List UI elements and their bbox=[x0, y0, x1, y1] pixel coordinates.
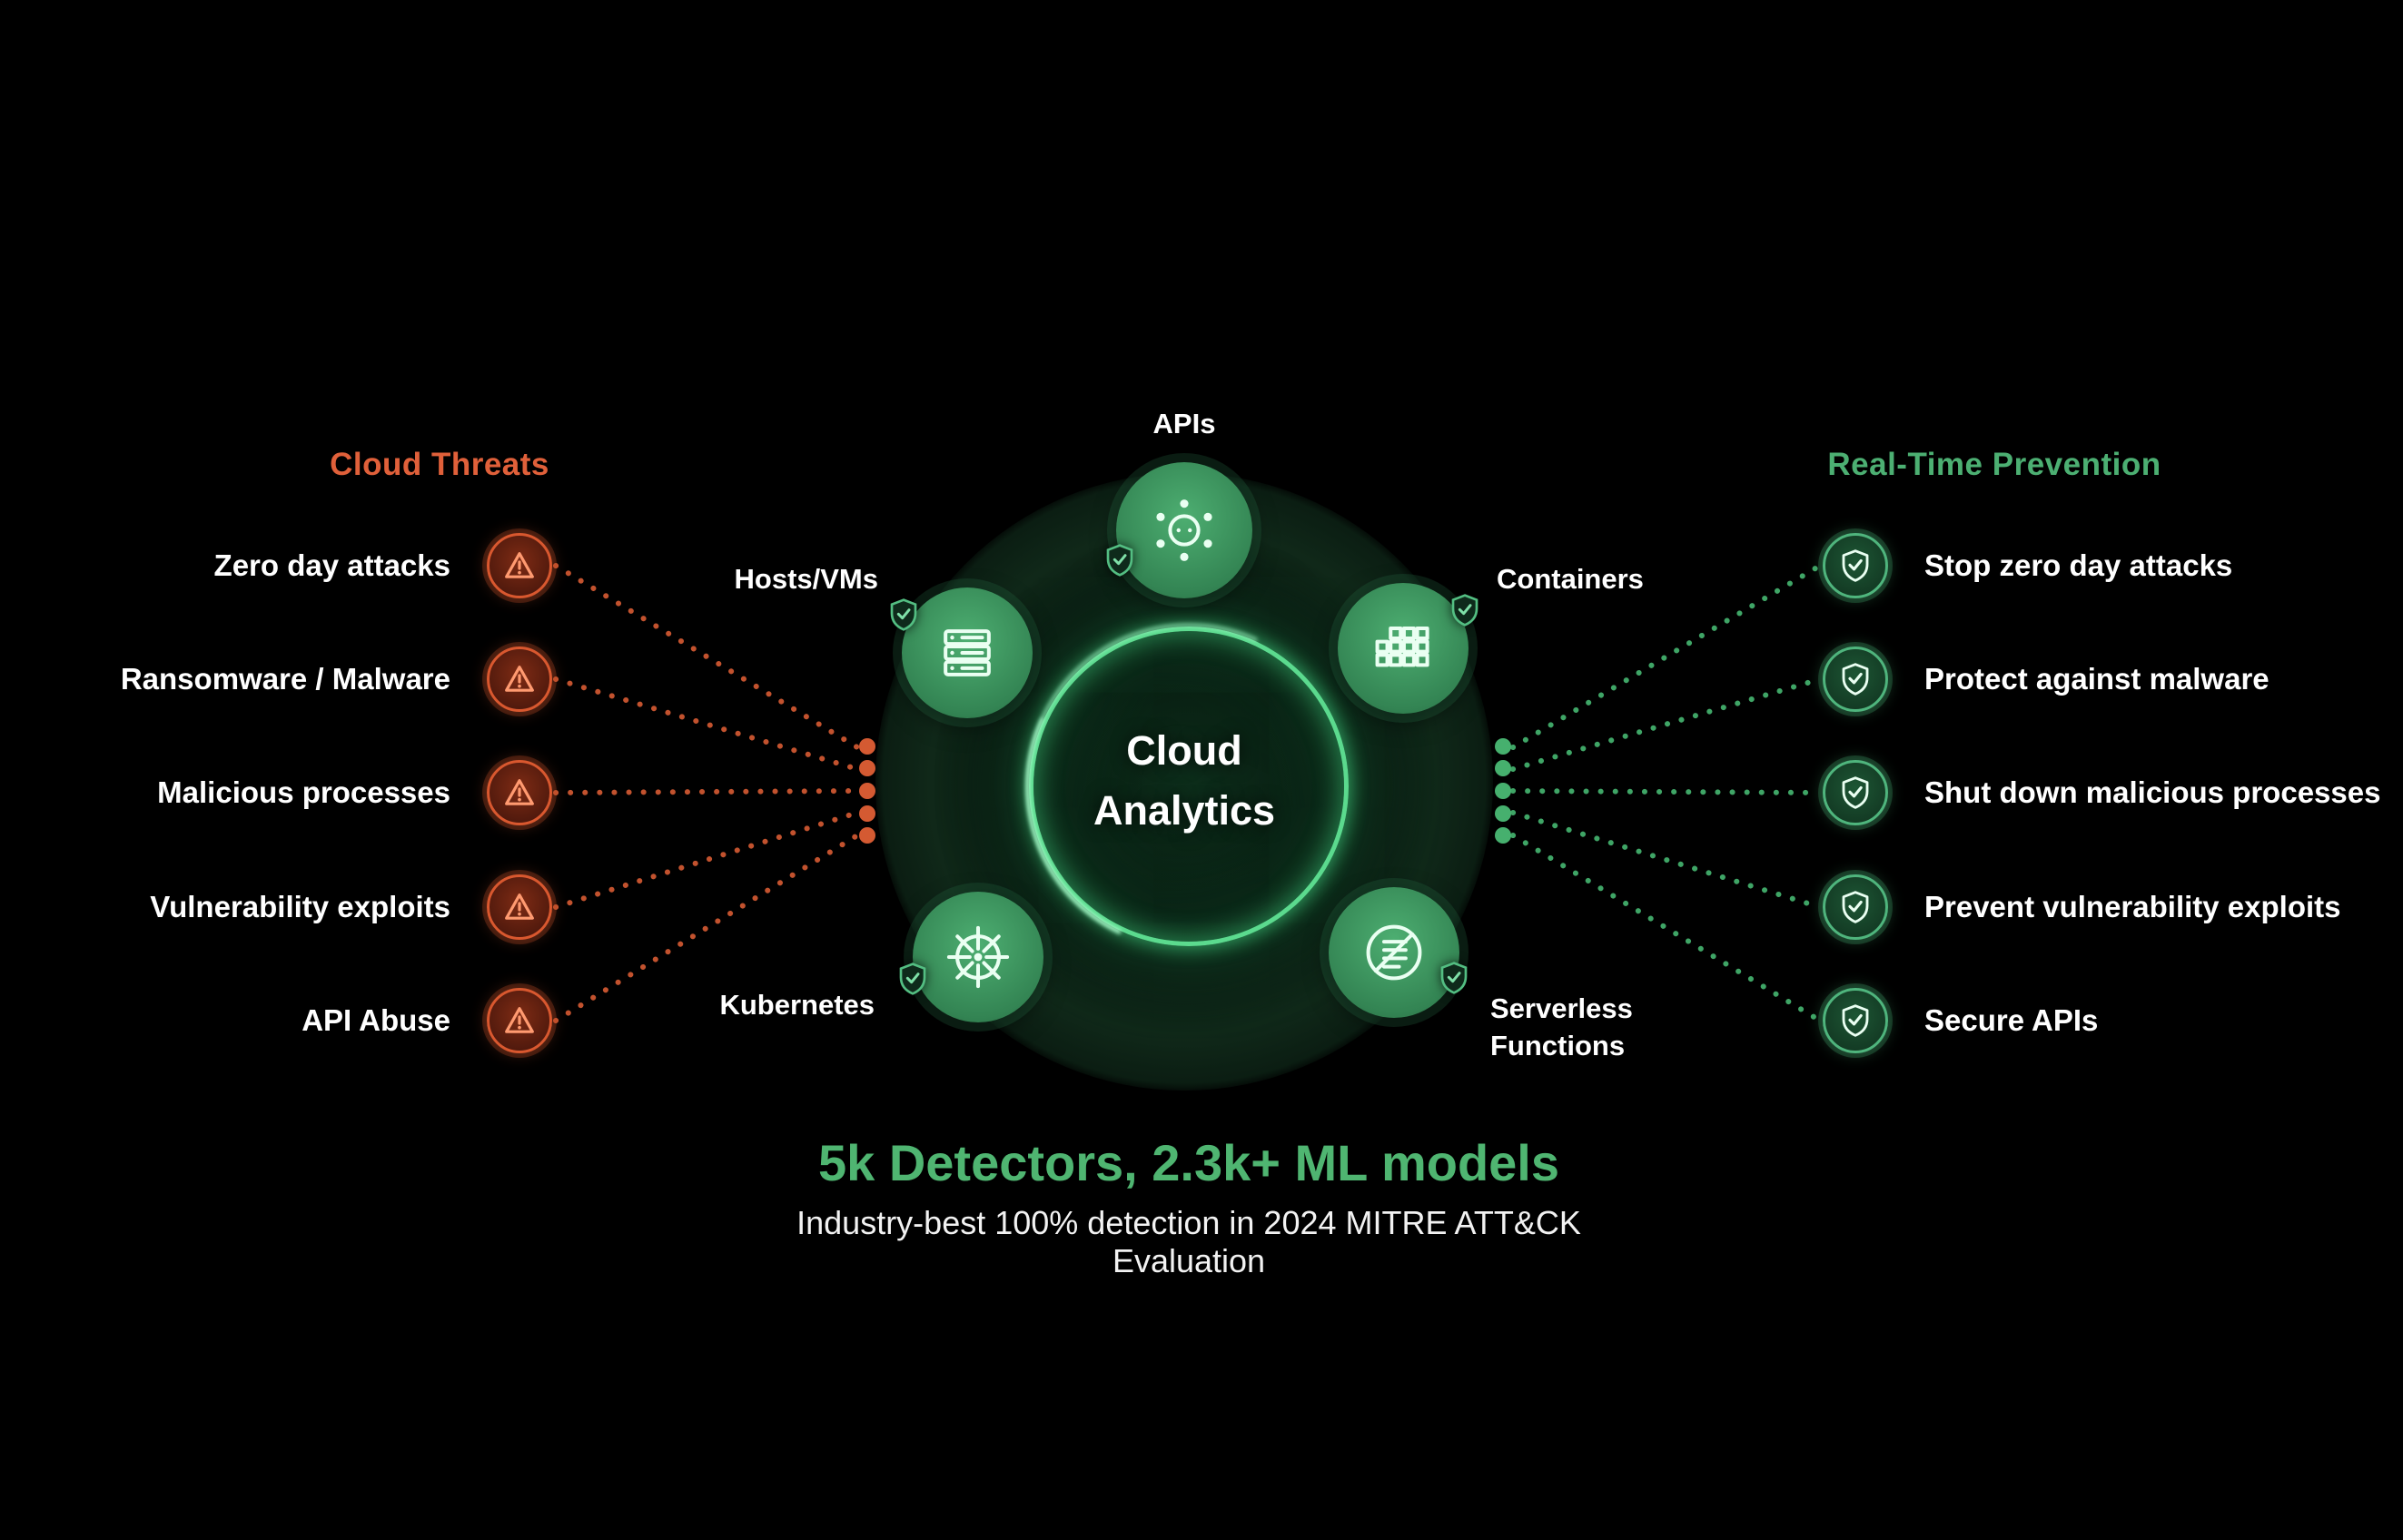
prevention-item: Prevent vulnerability exploits bbox=[1823, 874, 2341, 940]
prevention-label: Prevent vulnerability exploits bbox=[1924, 890, 2341, 923]
api-network-icon bbox=[1156, 499, 1212, 561]
threat-line bbox=[553, 788, 860, 795]
kubernetes-helm-icon bbox=[946, 925, 1010, 989]
warning-triangle-icon bbox=[487, 760, 552, 825]
prevention-item: Secure APIs bbox=[1823, 988, 2099, 1053]
shield-check-icon bbox=[1102, 542, 1138, 578]
threat-line bbox=[553, 810, 860, 910]
threat-item: Vulnerability exploits bbox=[150, 874, 552, 940]
prevention-heading: Real-Time Prevention bbox=[1827, 447, 2161, 482]
node-serverless-functions bbox=[1329, 887, 1468, 1018]
hub-title-line1: Cloud bbox=[1126, 727, 1242, 774]
shield-check-icon bbox=[885, 597, 922, 633]
node-label-serverless-functions: Serverless Functions bbox=[1490, 992, 1633, 1061]
prevention-item: Shut down malicious processes bbox=[1823, 760, 2381, 825]
warning-triangle-icon bbox=[487, 874, 552, 940]
threat-label: Ransomware / Malware bbox=[120, 662, 450, 696]
container-grid-icon bbox=[1375, 626, 1429, 667]
threat-item: Ransomware / Malware bbox=[120, 647, 552, 712]
prevention-connector-lines bbox=[1510, 563, 1823, 1023]
hub-title-line2: Analytics bbox=[1093, 787, 1276, 834]
shield-check-icon bbox=[1823, 874, 1888, 940]
warning-triangle-icon bbox=[487, 988, 552, 1053]
prevention-label: Shut down malicious processes bbox=[1924, 775, 2381, 809]
threats-heading: Cloud Threats bbox=[330, 447, 549, 482]
hub-title: Cloud Analytics bbox=[1003, 721, 1366, 841]
threat-label: Zero day attacks bbox=[213, 548, 450, 582]
node-kubernetes bbox=[899, 892, 1043, 1022]
node-containers bbox=[1338, 583, 1478, 714]
threat-line bbox=[553, 676, 860, 772]
node-label-containers: Containers bbox=[1497, 563, 1644, 595]
node-label-hosts-vms: Hosts/VMs bbox=[734, 563, 878, 595]
threat-item: API Abuse bbox=[302, 988, 552, 1053]
prevention-item: Protect against malware bbox=[1823, 647, 2270, 712]
threat-label: Malicious processes bbox=[157, 775, 450, 809]
prevention-label: Stop zero day attacks bbox=[1924, 548, 2233, 582]
node-apis bbox=[1106, 462, 1252, 598]
shield-check-icon bbox=[1436, 960, 1472, 996]
shield-check-icon bbox=[1823, 533, 1888, 598]
cloud-analytics-ring bbox=[1029, 627, 1349, 946]
footer-headline: 5k Detectors, 2.3k+ ML models bbox=[818, 1134, 1559, 1191]
threat-item: Zero day attacks bbox=[213, 533, 552, 598]
serverless-document-icon bbox=[1366, 924, 1422, 981]
threat-label: Vulnerability exploits bbox=[150, 890, 450, 923]
node-label-apis: APIs bbox=[1152, 408, 1216, 439]
prevention-line bbox=[1510, 676, 1823, 772]
threat-connector-lines bbox=[553, 563, 860, 1023]
prevention-line bbox=[1510, 810, 1823, 910]
shield-check-icon bbox=[1823, 647, 1888, 712]
threat-item: Malicious processes bbox=[157, 760, 552, 825]
node-label-kubernetes: Kubernetes bbox=[719, 989, 875, 1021]
prevention-item: Stop zero day attacks bbox=[1823, 533, 2233, 598]
prevention-convergence-dots bbox=[1495, 738, 1511, 844]
warning-triangle-icon bbox=[487, 647, 552, 712]
shield-check-icon bbox=[1447, 592, 1483, 628]
prevention-label: Protect against malware bbox=[1924, 662, 2270, 696]
shield-check-icon bbox=[1823, 988, 1888, 1053]
prevention-line bbox=[1510, 788, 1823, 795]
threat-label: API Abuse bbox=[302, 1003, 450, 1037]
node-hosts-vms bbox=[890, 587, 1033, 718]
threat-convergence-dots bbox=[859, 738, 875, 844]
server-stack-icon bbox=[944, 629, 991, 676]
footer-subheadline: Industry-best 100% detection in 2024 MIT… bbox=[796, 1204, 1581, 1279]
warning-triangle-icon bbox=[487, 533, 552, 598]
shield-check-icon bbox=[895, 961, 931, 997]
shield-check-icon bbox=[1823, 760, 1888, 825]
prevention-label: Secure APIs bbox=[1924, 1003, 2099, 1037]
